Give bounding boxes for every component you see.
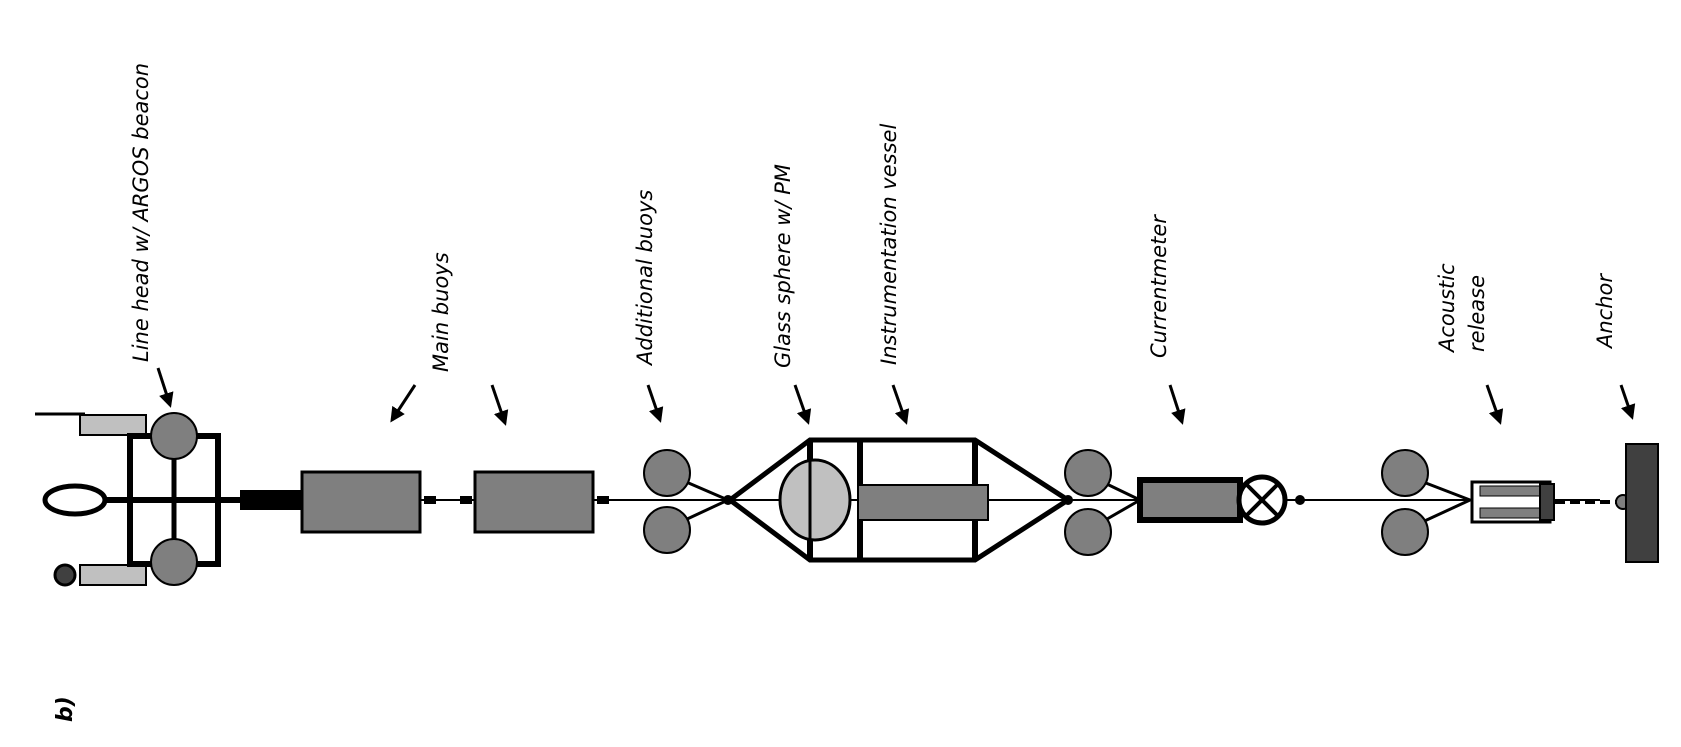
arrow-glass-sphere (793, 384, 812, 425)
rotor-cross-b (1245, 483, 1279, 517)
label-anchor: Anchor (1593, 273, 1617, 350)
arrow-line-head (156, 367, 174, 408)
pointer-arrows (156, 367, 1636, 426)
label-additional-buoys: Additional buoys (633, 190, 657, 367)
acoustic-release (1470, 480, 1555, 524)
buoy-top-2 (1064, 449, 1112, 497)
arrow-main-buoy-2 (490, 384, 509, 426)
beacon-light (53, 563, 77, 587)
release-tube-top (1479, 485, 1541, 497)
arrow-additional-buoys (646, 384, 664, 423)
arrow-anchor (1619, 384, 1636, 420)
arrow-main-buoy-1 (390, 384, 417, 423)
buoy-bottom-2 (1064, 508, 1112, 556)
label-acoustic-release-1: Acoustic (1435, 263, 1459, 354)
line-head (35, 412, 302, 587)
additional-buoy-bottom (643, 506, 691, 554)
head-buoy-top (150, 412, 198, 460)
label-acoustic-release-2: release (1465, 275, 1489, 352)
anchor-block (1625, 443, 1659, 563)
recovery-ring (42, 483, 108, 517)
instrumentation-vessel (857, 484, 989, 521)
additional-buoys-2 (1064, 449, 1141, 556)
thick-connector (240, 490, 302, 510)
arrow-currentmeter (1168, 384, 1186, 425)
release-end-cap (1539, 483, 1555, 521)
anchor (1555, 443, 1659, 563)
argos-beacon-bottom (79, 564, 147, 586)
argos-beacon-top (79, 414, 147, 436)
release-tube-bottom (1479, 507, 1541, 519)
label-currentmeter: Currentmeter (1147, 214, 1171, 358)
shackle-1 (424, 496, 436, 504)
label-main-buoys: Main buoys (429, 252, 453, 372)
buoy-bottom-3 (1381, 508, 1429, 556)
main-buoy-2 (473, 470, 595, 534)
panel-label: b) (53, 696, 78, 722)
additional-buoys-1 (643, 449, 733, 554)
main-buoys (300, 470, 609, 534)
additional-buoy-top (643, 449, 691, 497)
buoy-top-3 (1381, 449, 1429, 497)
arrow-acoustic-release (1485, 384, 1504, 425)
joint-3 (1295, 495, 1305, 505)
label-line-head: Line head w/ ARGOS beacon (129, 63, 153, 362)
glass-sphere (778, 458, 852, 542)
shackle-2 (460, 496, 472, 504)
label-glass-sphere: Glass sphere w/ PM (771, 164, 795, 368)
joint-2 (1063, 495, 1073, 505)
additional-buoys-3 (1381, 449, 1471, 556)
head-buoy-bottom (150, 538, 198, 586)
currentmeter (1137, 474, 1305, 526)
currentmeter-body (1137, 477, 1243, 523)
arrow-instrumentation-vessel (891, 384, 910, 425)
main-buoy-1 (300, 470, 422, 534)
instrument-frame (725, 437, 1073, 563)
shackle-3 (597, 496, 609, 504)
label-instrumentation-vessel: Instrumentation vessel (877, 124, 901, 365)
